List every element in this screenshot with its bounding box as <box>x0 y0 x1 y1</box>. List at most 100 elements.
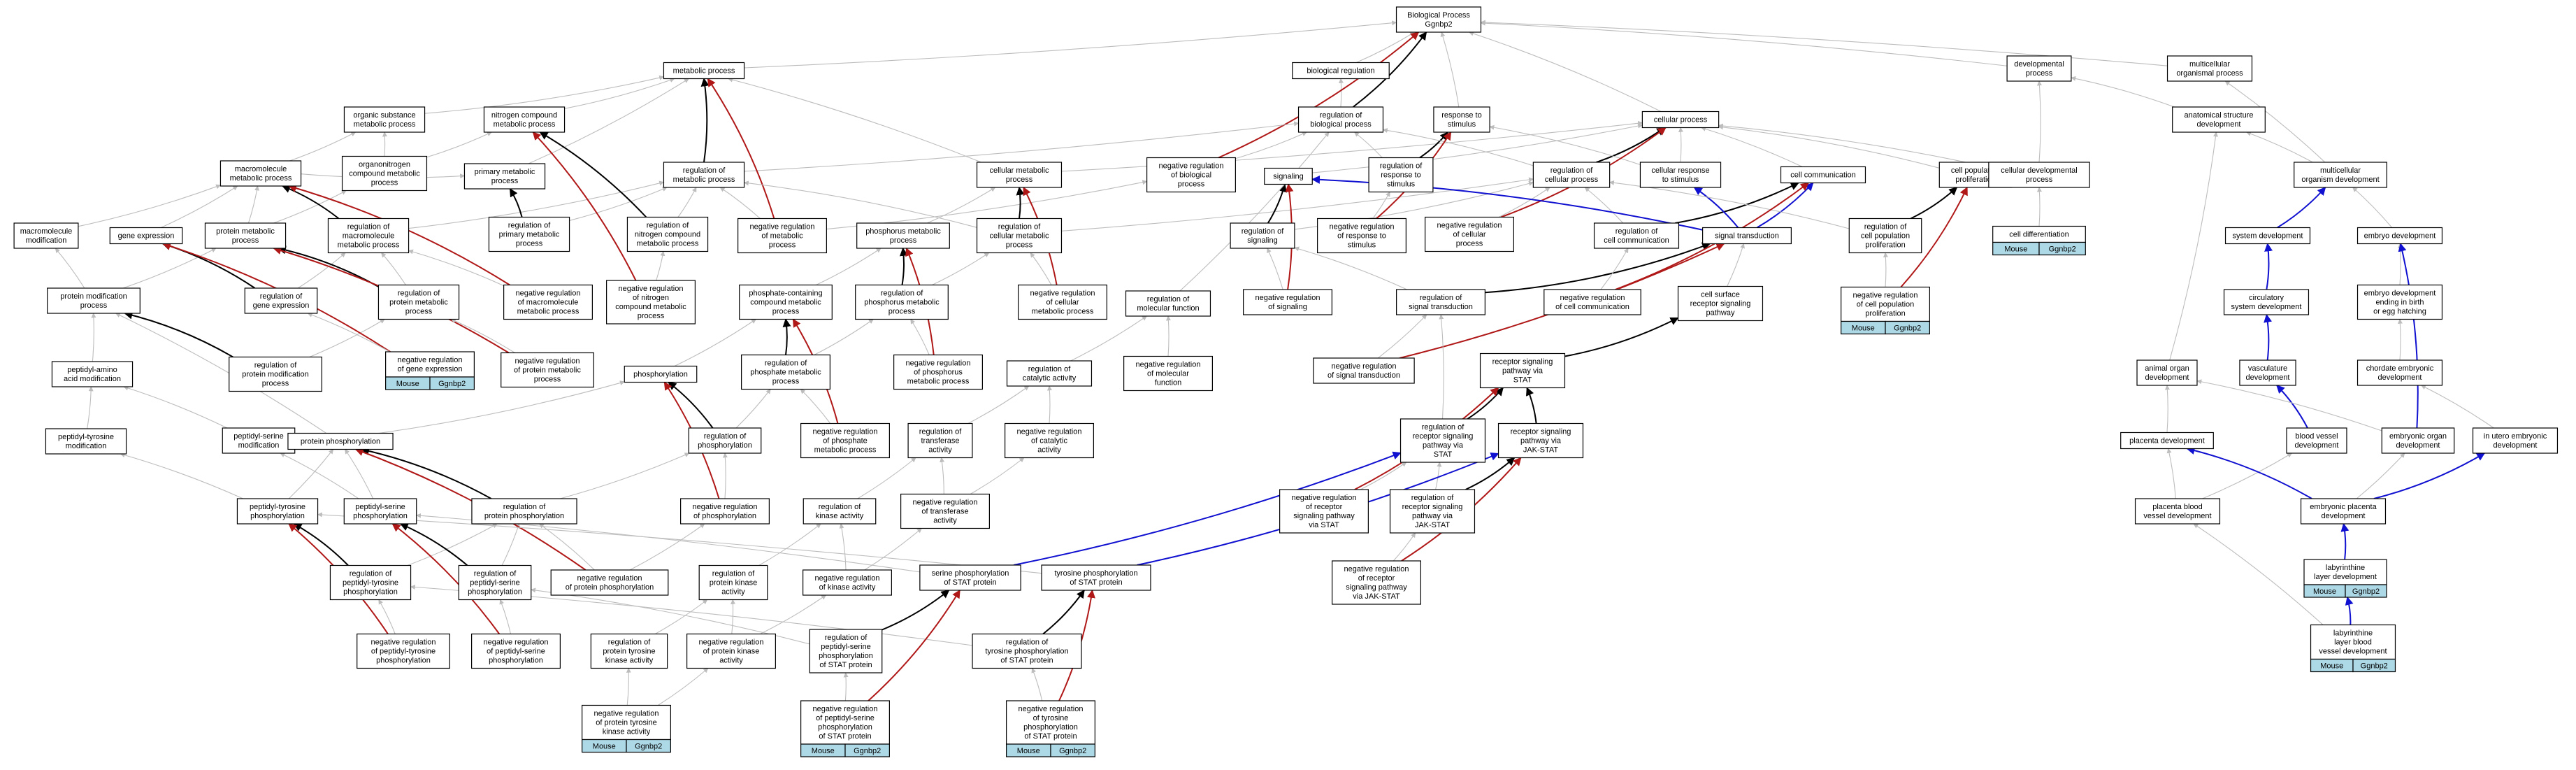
go-term-node[interactable]: biological regulation <box>1292 62 1390 80</box>
go-term-node[interactable]: phosphorylation <box>624 365 698 383</box>
go-term-node[interactable]: gene expression <box>109 227 183 245</box>
go-term-node[interactable]: signal transduction <box>1702 227 1792 245</box>
go-term-node[interactable]: placenta development <box>2120 432 2214 450</box>
go-term-node[interactable]: metabolic process <box>663 62 745 80</box>
go-term-node[interactable]: regulation ofpeptidyl-serinephosphorylat… <box>458 564 532 601</box>
go-term-node[interactable]: system development <box>2224 227 2311 245</box>
go-term-node[interactable]: cellular process <box>1641 110 1720 129</box>
go-term-node[interactable]: cell communication <box>1780 166 1866 184</box>
go-term-node[interactable]: embryo development <box>2356 227 2443 245</box>
go-term-node[interactable]: protein phosphorylation <box>287 432 394 450</box>
go-term-node[interactable]: regulation ofpeptidyl-tyrosinephosphoryl… <box>329 564 412 601</box>
